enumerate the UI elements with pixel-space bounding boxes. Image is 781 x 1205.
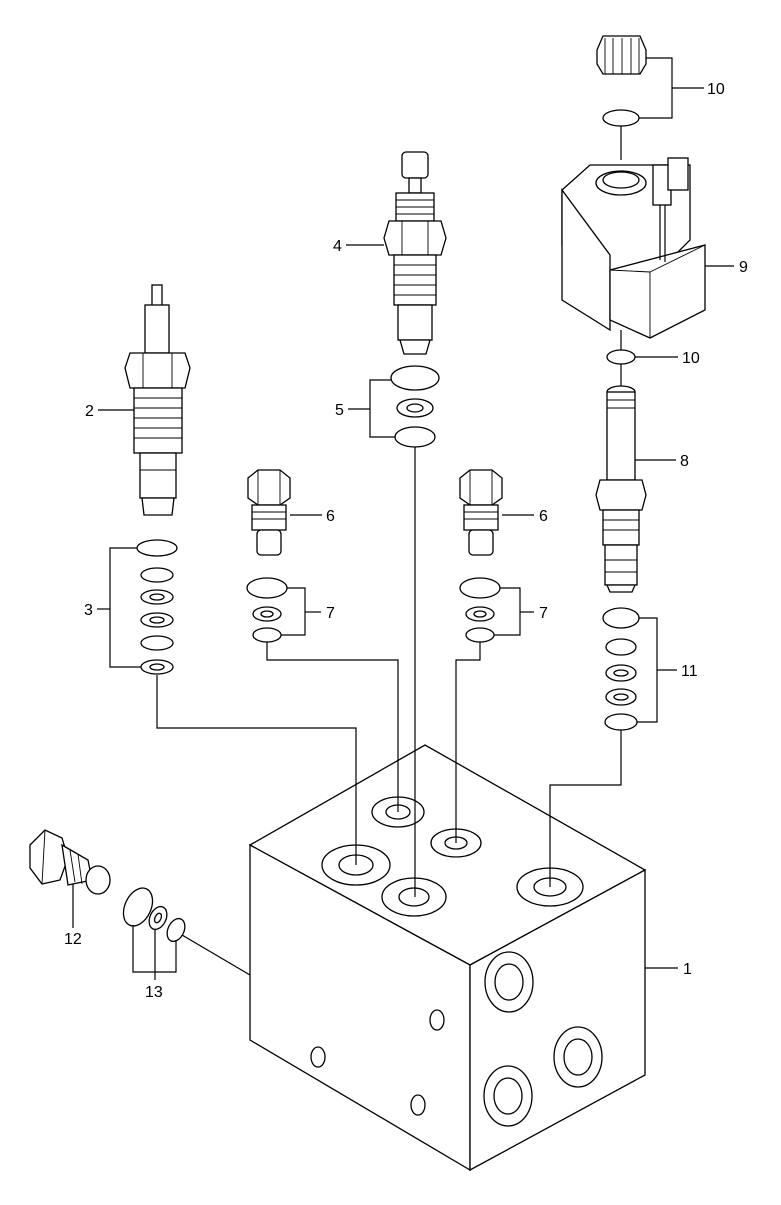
top-port xyxy=(381,877,447,917)
plug-12 xyxy=(29,829,111,895)
label-part-6-left: 6 xyxy=(326,508,335,525)
label-part-13: 13 xyxy=(145,984,163,1001)
callout-leaders xyxy=(72,57,734,980)
plug-6-right xyxy=(459,469,503,556)
relief-valve-4 xyxy=(383,151,447,355)
seal-kit-13 xyxy=(122,887,186,943)
side-port xyxy=(553,1026,603,1088)
label-part-5: 5 xyxy=(335,402,344,419)
label-part-2: 2 xyxy=(85,403,94,420)
o-ring-10-top xyxy=(602,109,640,127)
seal-kit-11 xyxy=(602,607,640,731)
label-part-10-bottom: 10 xyxy=(682,350,700,367)
label-part-9: 9 xyxy=(739,259,748,276)
cartridge-valve-2 xyxy=(124,284,191,516)
plug-6-left xyxy=(247,469,291,556)
manifold-block xyxy=(248,744,647,1172)
seal-kit-3 xyxy=(136,539,178,675)
seal-kit-7-right xyxy=(459,577,501,643)
side-hole xyxy=(429,1009,445,1031)
side-port xyxy=(484,951,534,1013)
assembly-lines xyxy=(156,126,622,976)
seal-kit-5 xyxy=(390,365,440,448)
solenoid-cartridge-8 xyxy=(595,385,647,593)
label-part-10-top: 10 xyxy=(707,81,725,98)
side-hole xyxy=(410,1094,426,1116)
seal-kit-7-left xyxy=(246,577,288,643)
side-port xyxy=(483,1065,533,1127)
label-part-11: 11 xyxy=(681,663,698,680)
coil-nut-10 xyxy=(596,35,647,75)
label-part-8: 8 xyxy=(680,453,689,470)
label-part-12: 12 xyxy=(64,931,82,948)
solenoid-coil-9 xyxy=(561,157,706,339)
label-part-7-right: 7 xyxy=(539,605,548,622)
o-ring-10-bottom xyxy=(606,349,636,365)
side-hole xyxy=(310,1046,326,1068)
label-part-1: 1 xyxy=(683,961,692,978)
label-part-7-left: 7 xyxy=(326,605,335,622)
label-part-4: 4 xyxy=(333,238,342,255)
label-part-3: 3 xyxy=(84,602,93,619)
label-part-6-right: 6 xyxy=(539,508,548,525)
